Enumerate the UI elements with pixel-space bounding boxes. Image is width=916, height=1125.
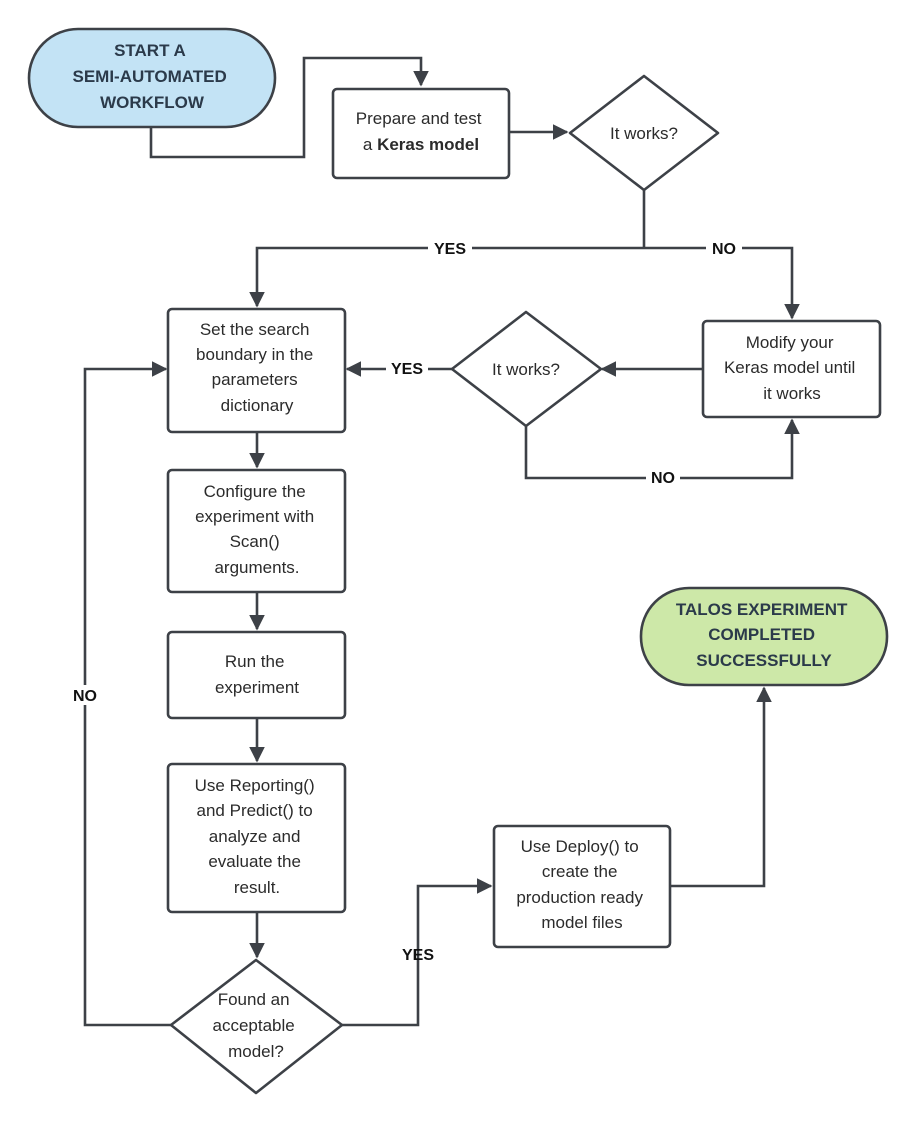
reporting-line: result. (234, 878, 280, 897)
edge-label-no-left: NO (73, 688, 97, 705)
svg-text:Use Reporting() and Pred: Use Reporting() and Predict() to analyze… (195, 776, 320, 897)
found-line: acceptable (213, 1016, 295, 1035)
reporting-line: and Predict() to (197, 801, 313, 820)
edge-labels: YES NO YES NO NO YES (68, 238, 742, 964)
start-terminal-line: WORKFLOW (100, 93, 205, 112)
deploy-box: Use Deploy() to create the production re… (492, 824, 672, 949)
modify-line: it works (763, 384, 821, 403)
edge-label-yes-mid: YES (391, 361, 423, 378)
svg-text:Configure the experiment: Configure the experiment with Scan() arg… (195, 482, 319, 577)
configure-line: Scan() (230, 532, 280, 551)
start-terminal-line: START A (114, 41, 185, 60)
edge-works1-yes-to-search (249, 246, 644, 308)
edge-label-no-top: NO (712, 241, 736, 258)
works-decision-top-label: It works? (610, 124, 678, 143)
found-line: model? (228, 1042, 284, 1061)
deploy-line: model files (541, 913, 622, 932)
edge-label-no-mid: NO (651, 470, 675, 487)
svg-text:Run the experiment: Run the experiment (215, 652, 299, 697)
edge-works1-no-to-modify (644, 246, 800, 320)
deploy-line: create the (542, 862, 618, 881)
prepare-model-box: Prepare and test a Keras model (331, 87, 511, 180)
run-experiment-box: Run the experiment (166, 630, 347, 720)
modify-line: Keras model until (724, 358, 855, 377)
edge-start-to-prepare (149, 56, 429, 159)
svg-text:Prepare and test a Keras: Prepare and test a Keras model (356, 109, 486, 154)
modify-model-box: Modify your Keras model until it works (701, 319, 882, 419)
deploy-line: production ready (516, 888, 643, 907)
edge-found-yes-to-deploy (342, 878, 493, 1027)
svg-text:Modify your Keras model: Modify your Keras model until it works (724, 333, 860, 403)
reporting-line: analyze and (209, 827, 301, 846)
run-line: Run the (225, 652, 285, 671)
prepare-line: Prepare and test (356, 109, 482, 128)
works-decision-mid: It works? (450, 310, 603, 428)
svg-text:Use Deploy() to create t: Use Deploy() to create the production re… (516, 837, 647, 932)
works-decision-top: It works? (568, 74, 720, 192)
search-line: dictionary (221, 396, 294, 415)
end-terminal-line: TALOS EXPERIMENT (676, 600, 848, 619)
prepare-line-prefix: a (363, 135, 377, 154)
search-boundary-box: Set the search boundary in the parameter… (166, 307, 347, 434)
svg-text:Found an acceptable: Found an acceptable model? (213, 990, 300, 1061)
end-terminal: TALOS EXPERIMENT COMPLETED SUCCESSFULLY (639, 586, 889, 687)
configure-line: experiment with (195, 507, 314, 526)
edge-label-yes-top: YES (434, 241, 466, 258)
run-line: experiment (215, 678, 299, 697)
found-model-decision: Found an acceptable model? (169, 958, 344, 1095)
svg-text:START A SEMI-AUTOMATED: START A SEMI-AUTOMATED WORKFLOW (73, 41, 232, 112)
end-terminal-line: SUCCESSFULLY (696, 651, 832, 670)
search-line: parameters (212, 370, 298, 389)
reporting-box: Use Reporting() and Predict() to analyze… (166, 762, 347, 914)
search-line: boundary in the (196, 345, 313, 364)
deploy-line: Use Deploy() to (521, 837, 639, 856)
end-terminal-shape (639, 586, 889, 687)
start-terminal-shape (27, 27, 277, 129)
works-decision-mid-label: It works? (492, 360, 560, 379)
search-line: Set the search (200, 320, 310, 339)
found-line: Found an (218, 990, 290, 1009)
modify-line: Modify your (746, 333, 834, 352)
configure-line: arguments. (214, 558, 299, 577)
svg-text:TALOS EXPERIMENT COMPLET: TALOS EXPERIMENT COMPLETED SUCCESSFULLY (676, 600, 852, 670)
start-terminal-line: SEMI-AUTOMATED (73, 67, 227, 86)
configure-experiment-box: Configure the experiment with Scan() arg… (166, 468, 347, 594)
edge-deploy-to-end (670, 686, 772, 888)
svg-text:Set the search boundary: Set the search boundary in the parameter… (196, 320, 318, 415)
configure-line: Configure the (204, 482, 306, 501)
keras-model-bold: Keras model (377, 135, 479, 154)
reporting-line: evaluate the (208, 852, 301, 871)
start-terminal: START A SEMI-AUTOMATED WORKFLOW (27, 27, 277, 129)
reporting-line: Use Reporting() (195, 776, 315, 795)
end-terminal-line: COMPLETED (708, 625, 815, 644)
edge-label-yes-bottom: YES (402, 947, 434, 964)
